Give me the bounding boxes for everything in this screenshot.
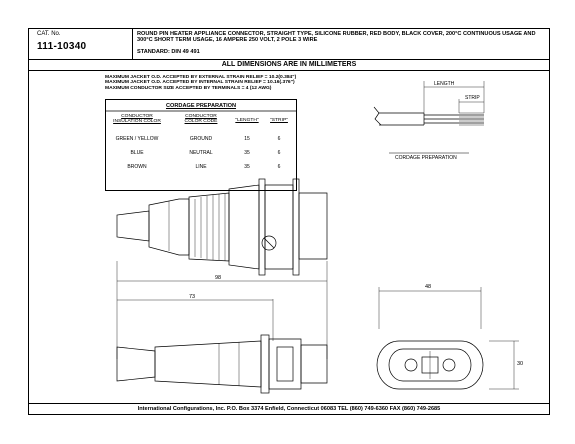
catalog-number: 111-10340 [37, 41, 87, 52]
company-footer: International Configurations, Inc. P.O. … [29, 403, 549, 414]
table-cell: NEUTRAL [189, 150, 213, 156]
table-cell: BLUE [130, 150, 144, 156]
dim-body-length: 73 [189, 294, 196, 300]
acceptance-line: MAXIMUM JACKET O.D. ACCEPTED BY INTERNAL… [105, 80, 295, 86]
acceptance-line: MAXIMUM CONDUCTOR SIZE ACCEPTED BY TERMI… [105, 85, 272, 91]
table-cell: LINE [195, 164, 207, 170]
strip-label: STRIP [465, 95, 480, 101]
units-banner: ALL DIMENSIONS ARE IN MILLIMETERS [29, 59, 549, 71]
acceptance-line: MAXIMUM JACKET O.D. ACCEPTED BY EXTERNAL… [105, 75, 297, 80]
col-header-conductor: CONDUCTOR COLOR CODE [184, 114, 218, 125]
connector-front-view [376, 287, 519, 390]
product-description: ROUND PIN HEATER APPLIANCE CONNECTOR, ST… [137, 31, 536, 44]
cordage-diagram [373, 81, 485, 154]
acceptance-notes: MAXIMUM JACKET O.D. ACCEPTED BY EXTERNAL… [105, 75, 297, 91]
table-cell: GREEN / YELLOW [115, 136, 159, 142]
table-cell: GROUND [189, 136, 213, 142]
cordage-caption: CORDAGE PREPARATION [395, 155, 457, 161]
col-header-strip: "STRIP" [270, 118, 288, 123]
catalog-box: CAT. No. 111-10340 [29, 29, 133, 59]
cordage-table-title: CORDAGE PREPARATION [165, 103, 237, 109]
table-cell: BROWN [127, 164, 147, 170]
col-header-length: "LENGTH" [235, 118, 259, 123]
connector-top-view [116, 178, 328, 276]
length-label: LENGTH [434, 81, 455, 87]
technical-drawing [105, 81, 519, 394]
connector-side-view [116, 261, 328, 394]
title-block: CAT. No. 111-10340 ROUND PIN HEATER APPL… [29, 29, 549, 60]
col-header-insulation: CONDUCTOR INSULATION COLOR [113, 114, 161, 125]
table-cell: 15 [244, 136, 250, 142]
dim-overall-length: 98 [215, 275, 222, 281]
table-cell: 35 [244, 164, 250, 170]
table-cell: 6 [277, 164, 281, 170]
dim-height: 30 [517, 361, 524, 367]
cordage-table: CORDAGE PREPARATION CONDUCTOR INSULATION… [105, 99, 297, 191]
table-cell: 6 [277, 136, 281, 142]
table-cell: 6 [277, 150, 281, 156]
standard-label: STANDARD: DIN 49 491 [137, 49, 200, 55]
drawing-sheet: CAT. No. 111-10340 ROUND PIN HEATER APPL… [28, 28, 550, 415]
dim-width: 48 [425, 284, 432, 290]
catalog-label: CAT. No. [37, 31, 61, 37]
table-cell: 35 [244, 150, 250, 156]
